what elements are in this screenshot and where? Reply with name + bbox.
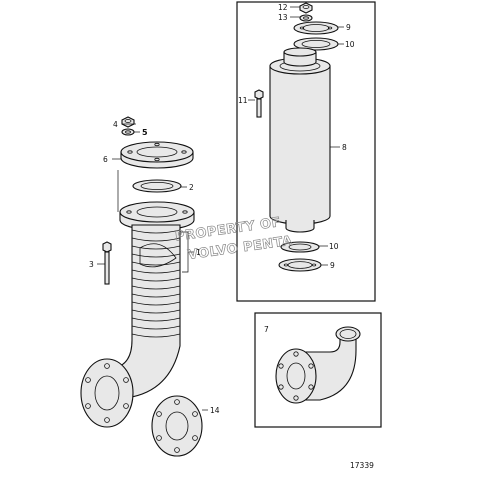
flange-6: [120, 141, 194, 169]
callout-labels: 12 13 9 10 11 8 10 9 4 5 6 2 3 1 14 7 17…: [89, 3, 374, 470]
drawing-number: 17339: [350, 461, 374, 470]
callout-4: 4: [113, 120, 118, 129]
leader-lines: [97, 6, 344, 411]
bolt-11: [254, 89, 264, 118]
callout-13: 13: [278, 13, 288, 22]
callout-9-top: 9: [346, 23, 351, 32]
gasket-10-bottom: [280, 241, 320, 253]
elbow-outlet-flange: [80, 358, 134, 428]
callout-3: 3: [89, 260, 94, 269]
callout-7: 7: [264, 325, 269, 334]
callout-10-bottom: 10: [329, 242, 339, 251]
muffler-body-8: [269, 47, 331, 233]
washer-5: [121, 128, 135, 136]
flange-9-top: [293, 21, 339, 35]
elbow-detail-frame: [254, 312, 382, 428]
exhaust-bellows-assembly: [80, 116, 203, 457]
callout-12: 12: [278, 3, 288, 12]
callout-2: 2: [189, 183, 194, 192]
callout-1: 1: [196, 248, 201, 257]
callout-9-bottom: 9: [330, 261, 335, 270]
elbow-7: [275, 326, 361, 404]
callout-14: 14: [210, 406, 220, 415]
nut-4: [121, 116, 135, 128]
muffler-assembly-frame: [236, 1, 376, 302]
muffler-assembly: [254, 2, 339, 272]
flange-9-bottom: [278, 258, 322, 272]
gasket-2: [132, 179, 182, 193]
nut-12: [299, 2, 313, 14]
callout-10-top: 10: [345, 40, 355, 49]
callout-5: 5: [142, 128, 148, 137]
callout-11: 11: [238, 96, 248, 105]
bolt-3: [102, 241, 112, 285]
washer-13: [299, 14, 313, 22]
callout-6: 6: [103, 155, 108, 164]
callout-8: 8: [342, 143, 347, 152]
flange-14: [151, 395, 203, 457]
